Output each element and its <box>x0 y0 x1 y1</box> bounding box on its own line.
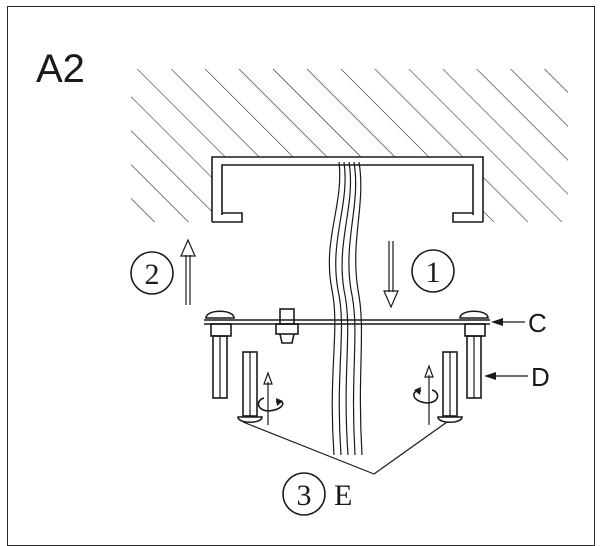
step-1-indicator: 1 <box>383 241 455 309</box>
step-2-indicator: 2 <box>130 238 196 305</box>
left-screw <box>205 310 235 399</box>
callout-c: C <box>491 308 547 338</box>
mounting-plate <box>204 319 490 325</box>
step-label: A2 <box>36 47 85 91</box>
center-bracket <box>275 308 299 344</box>
step-2-number: 2 <box>145 258 160 291</box>
installation-diagram: A2 2 1 <box>36 47 568 516</box>
step-3-indicator: 3 E <box>282 472 352 516</box>
left-rotate-icon <box>257 371 284 425</box>
mounting-channel <box>211 156 484 223</box>
left-bolt <box>237 351 263 424</box>
step-2-circle <box>130 251 174 295</box>
callout-d: D <box>484 362 550 392</box>
step-1-circle <box>411 249 455 293</box>
wire-bundle <box>328 161 363 456</box>
callout-e-leaders <box>242 421 448 475</box>
callout-e-label: E <box>334 479 352 512</box>
callout-c-label: C <box>528 308 547 338</box>
right-screw <box>459 310 489 399</box>
right-bolt <box>437 351 463 424</box>
callout-d-label: D <box>531 362 550 392</box>
step-3-circle <box>282 472 326 516</box>
right-rotate-icon <box>413 364 439 425</box>
step-1-number: 1 <box>426 256 441 289</box>
step-3-number: 3 <box>297 479 312 512</box>
